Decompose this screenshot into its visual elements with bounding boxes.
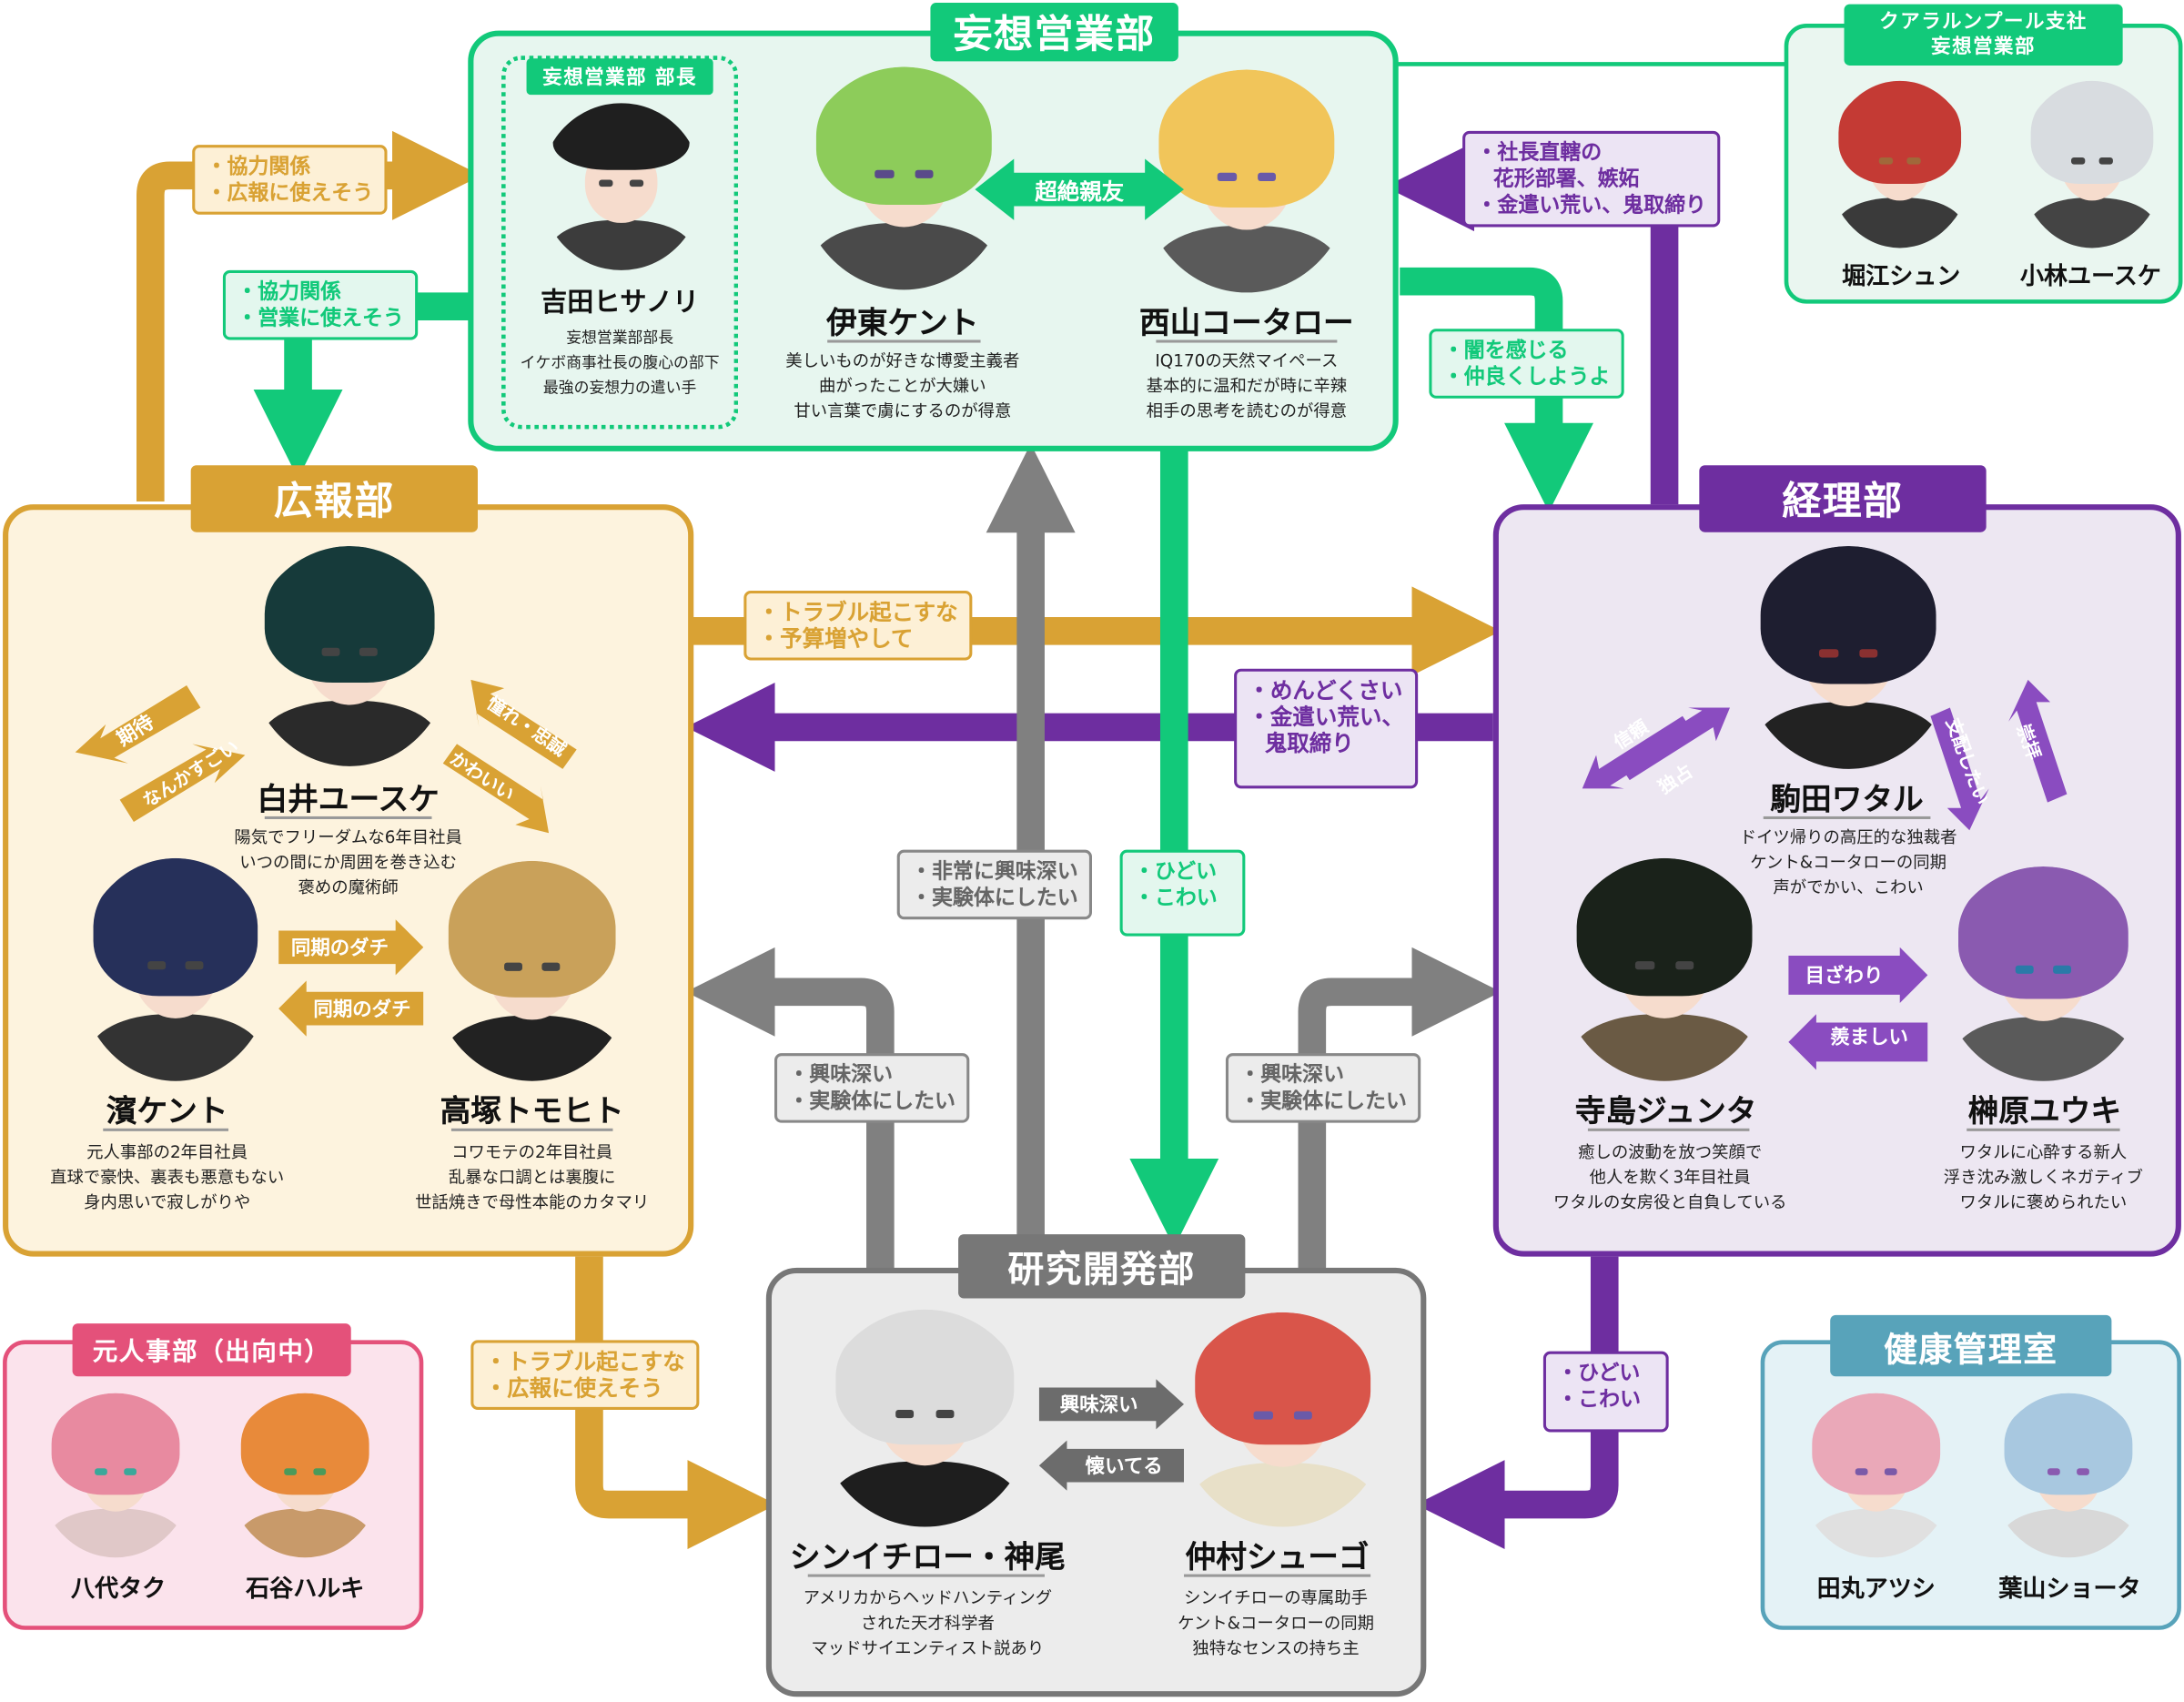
label-kenkyu-to-kouhou: ・興味深い・実験体にしたい bbox=[774, 1053, 970, 1123]
label-kouhou-to-kenkyu: ・トラブル起こすな・広報に使えそう bbox=[470, 1340, 699, 1410]
desc-nishiyama: IQ170の天然マイペース基本的に温和だが時に辛辣相手の思考を読むのが得意 bbox=[1146, 350, 1348, 421]
name-usui: 白井ユースケ bbox=[257, 783, 440, 818]
name-terashima: 寺島ジュンタ bbox=[1574, 1095, 1757, 1130]
label-kouhou-to-keiri: ・トラブル起こすな・予算増やして bbox=[743, 590, 972, 661]
kl-title: クアラルンプール支社妄想営業部 bbox=[1844, 4, 2123, 66]
name-shinichiro: シンイチロー・神尾 bbox=[789, 1540, 1066, 1576]
arrows-usui-takatsuka bbox=[442, 679, 577, 834]
desc-shinichiro: アメリカからヘッドハンティングされた天才科学者マッドサイエンティスト説あり bbox=[803, 1587, 1053, 1658]
rule-shinichiro bbox=[807, 1574, 1045, 1577]
label-kenkyu-to-keiri: ・興味深い・実験体にしたい bbox=[1225, 1053, 1421, 1123]
avatar-ito bbox=[800, 66, 1009, 290]
desc-yoshida: 妄想営業部部長イケボ商事社長の腹心の部下最強の妄想力の遣い手 bbox=[520, 329, 720, 398]
arrows-terashima-sakakibara bbox=[1788, 947, 1928, 1070]
name-hama: 濱ケント bbox=[106, 1095, 228, 1130]
name-komada: 駒田ワタル bbox=[1770, 783, 1924, 818]
desc-takatsuka: コワモテの2年目社員乱暴な口調とは裏腹に世話焼きで母性本能のカタマリ bbox=[415, 1142, 650, 1212]
avatar-horie bbox=[1827, 80, 1972, 248]
avatar-hama bbox=[78, 857, 273, 1081]
arrow-mousou-to-keiri bbox=[1400, 267, 1594, 512]
name-nishiyama: 西山コータロー bbox=[1139, 306, 1354, 341]
arrow-kouhou-to-mousou bbox=[136, 130, 481, 502]
rule-usui bbox=[264, 816, 432, 819]
rule-takatsuka bbox=[450, 1128, 613, 1131]
label-keiri-to-mousou: ・社長直轄の花形部署、嫉妬・金遣い荒い、鬼取締り bbox=[1462, 130, 1721, 228]
avatar-takatsuka bbox=[431, 860, 632, 1081]
rule-sakakibara bbox=[1967, 1128, 2120, 1131]
avatar-tamaru bbox=[1800, 1393, 1953, 1558]
best-friends-label: 超絶親友 bbox=[1035, 177, 1125, 205]
avatar-nakamura bbox=[1178, 1312, 1388, 1527]
name-yashiro: 八代タク bbox=[71, 1575, 167, 1604]
avatar-terashima bbox=[1560, 857, 1769, 1081]
name-hayama: 葉山ショータ bbox=[1998, 1575, 2141, 1604]
arrows-komada-terashima bbox=[1582, 707, 1731, 789]
name-yoshida: 吉田ヒサノリ bbox=[541, 287, 700, 318]
keiri-title: 経理部 bbox=[1699, 465, 1987, 532]
rule-ito bbox=[827, 339, 981, 343]
arrow-kenkyu-to-kouhou bbox=[685, 947, 895, 1271]
arrow-keiri-to-kenkyu bbox=[1415, 1256, 1619, 1550]
kenkyu-title: 研究開発部 bbox=[958, 1234, 1246, 1299]
name-sakakibara: 榊原ユウキ bbox=[1967, 1095, 2122, 1130]
chief-label: 妄想営業部 部長 bbox=[526, 58, 713, 96]
rule-terashima bbox=[1587, 1128, 1750, 1131]
label-hama-to-takatsuka: 同期のダチ bbox=[290, 937, 389, 960]
rule-hama bbox=[103, 1128, 229, 1131]
avatar-yoshida bbox=[541, 103, 703, 270]
mousou-title: 妄想営業部 bbox=[930, 3, 1178, 62]
avatar-komada bbox=[1744, 545, 1953, 769]
label-mousou-to-kouhou: ・協力関係・営業に使えそう bbox=[222, 269, 419, 340]
avatar-yashiro bbox=[39, 1393, 192, 1558]
kouhou-title: 広報部 bbox=[190, 465, 478, 532]
avatar-nishiyama bbox=[1142, 69, 1351, 293]
best-friends-arrow bbox=[975, 158, 1185, 220]
chief-box bbox=[501, 56, 739, 430]
avatar-kobayashi bbox=[2019, 80, 2164, 248]
avatar-ishigaya bbox=[228, 1393, 381, 1558]
arrows-komada-sakakibara bbox=[1930, 679, 2068, 831]
avatar-sakakibara bbox=[1942, 866, 2145, 1081]
name-horie: 堀江シュン bbox=[1842, 263, 1961, 291]
label-takatsuka-to-hama: 同期のダチ bbox=[313, 998, 411, 1021]
arrows-hama-takatsuka bbox=[278, 919, 424, 1037]
desc-hama: 元人事部の2年目社員直球で豪快、裏表も悪意もない身内思いで寂しがりや bbox=[50, 1142, 285, 1212]
name-tamaru: 田丸アツシ bbox=[1816, 1575, 1936, 1604]
rule-nakamura bbox=[1184, 1574, 1371, 1577]
rule-nishiyama bbox=[1156, 339, 1338, 343]
name-ishigaya: 石谷ハルキ bbox=[246, 1575, 365, 1604]
label-mousou-to-kenkyu: ・ひどい・こわい bbox=[1119, 849, 1246, 937]
label-shinichiro-to-nakamura: 興味深い bbox=[1059, 1394, 1138, 1417]
jinji-title: 元人事部（出向中） bbox=[72, 1323, 351, 1377]
name-kobayashi: 小林ユースケ bbox=[2020, 263, 2161, 291]
name-ito: 伊東ケント bbox=[826, 306, 979, 341]
desc-terashima: 癒しの波動を放つ笑顔で他人を欺く3年目社員ワタルの女房役と自負している bbox=[1552, 1142, 1787, 1212]
kenkou-title: 健康管理室 bbox=[1830, 1314, 2112, 1377]
label-sakakibara-to-terashima: 羨ましい bbox=[1830, 1027, 1908, 1049]
avatar-usui bbox=[248, 545, 450, 766]
name-takatsuka: 高塚トモヒト bbox=[440, 1095, 624, 1130]
label-kenkyu-to-mousou: ・非常に興味深い・実験体にしたい bbox=[896, 849, 1093, 920]
desc-nakamura: シンイチローの専属助手ケント&コータローの同期独特なセンスの持ち主 bbox=[1178, 1587, 1374, 1658]
label-keiri-to-kouhou: ・めんどくさい・金遣い荒い、鬼取締り bbox=[1234, 668, 1419, 789]
arrow-kouhou-to-kenkyu bbox=[575, 1256, 777, 1550]
avatar-shinichiro bbox=[819, 1309, 1031, 1527]
label-terashima-to-sakakibara: 目ざわり bbox=[1805, 965, 1884, 988]
arrows-shinichiro-nakamura bbox=[1038, 1379, 1185, 1491]
label-keiri-to-kenkyu: ・ひどい・こわい bbox=[1542, 1351, 1669, 1433]
desc-ito: 美しいものが好きな博愛主義者曲がったことが大嫌い甘い言葉で虜にするのが得意 bbox=[785, 350, 1020, 421]
label-kouhou-to-mousou: ・協力関係・広報に使えそう bbox=[192, 145, 388, 215]
rule-komada bbox=[1763, 816, 1931, 819]
desc-usui: 陽気でフリーダムな6年目社員いつの間にか周囲を巻き込む褒めの魔術師 bbox=[234, 827, 462, 897]
desc-komada: ドイツ帰りの高圧的な独裁者ケント&コータローの同期声がでかい、こわい bbox=[1739, 827, 1957, 897]
avatar-hayama bbox=[1992, 1393, 2145, 1558]
arrow-kenkyu-to-keiri bbox=[1298, 947, 1502, 1271]
label-mousou-to-keiri: ・闇を感じる・仲良くしようよ bbox=[1429, 329, 1624, 399]
arrows-usui-hama bbox=[75, 685, 246, 823]
desc-sakakibara: ワタルに心酔する新人浮き沈み激しくネガティブワタルに褒められたい bbox=[1943, 1142, 2144, 1212]
label-nakamura-to-shinichiro: 懐いてる bbox=[1085, 1455, 1163, 1478]
name-nakamura: 仲村シューゴ bbox=[1185, 1540, 1370, 1576]
